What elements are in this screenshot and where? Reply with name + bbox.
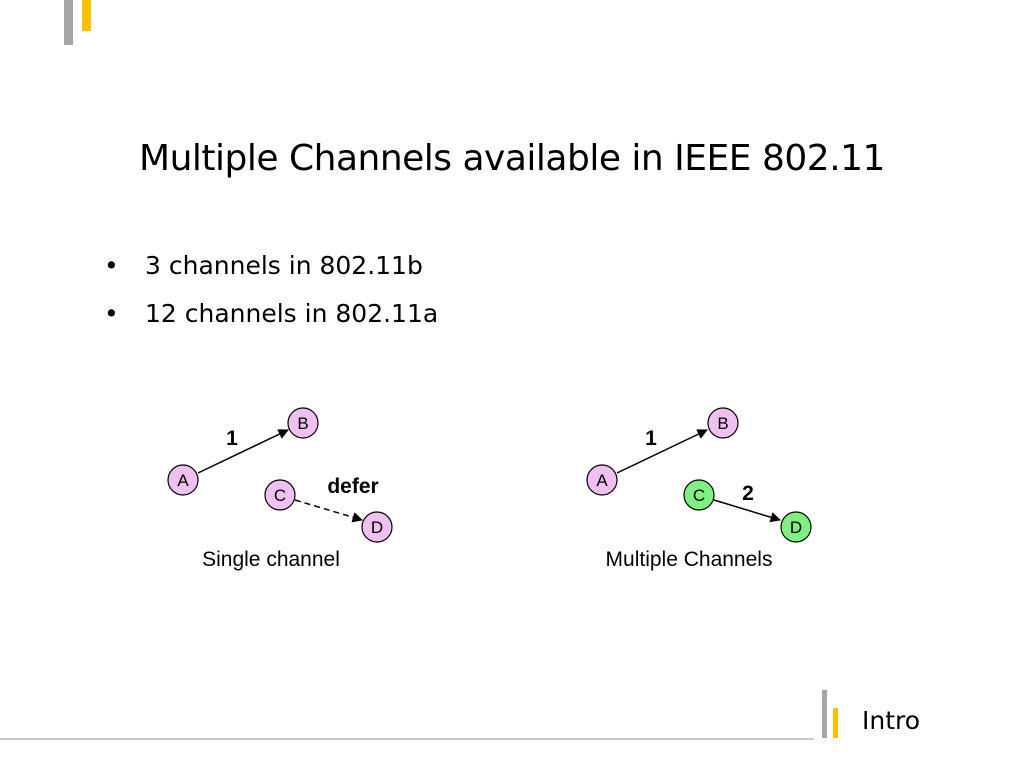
multi-node-b: B [707,407,739,439]
svg-text:A: A [177,471,189,490]
multi-node-d: D [780,511,812,543]
bullet-text: 12 channels in 802.11a [145,299,439,328]
svg-text:C: C [274,486,286,505]
single-channel-diagram: A B C D 1 defer Single channel [167,407,393,571]
svg-text:D: D [790,518,802,537]
bullet-marker: • [104,251,119,280]
footer-accent-yellow-bar [833,708,838,738]
single-edge-c-d-dashed [294,499,364,523]
multi-node-c: C [683,479,715,511]
multi-edge-cd-label: 2 [742,482,754,505]
multi-edge-ab-label: 1 [645,427,657,450]
multi-edge-c-d [713,499,782,523]
multiple-channels-caption: Multiple Channels [606,548,773,571]
single-edge-cd-label: defer [327,475,378,498]
multi-node-a: A [586,464,618,496]
single-edge-a-b [197,429,289,474]
bullet-text: 3 channels in 802.11b [145,251,423,280]
footer-divider [0,738,814,740]
corner-accent-grey-bar [64,0,73,45]
single-edge-ab-label: 1 [226,427,238,450]
svg-text:C: C [693,486,705,505]
single-node-c: C [264,479,296,511]
footer-section-label: Intro [862,706,921,735]
bullet-item: • 12 channels in 802.11a [104,296,438,344]
multiple-channels-diagram: A B C D 1 2 Multiple Channels [586,407,812,571]
multi-edge-a-b [616,429,708,474]
single-node-d: D [361,511,393,543]
svg-text:B: B [297,414,308,433]
footer-accent-grey-bar [822,690,827,738]
single-node-b: B [287,407,319,439]
bullet-list: • 3 channels in 802.11b • 12 channels in 8… [104,248,438,344]
single-node-a: A [167,464,199,496]
svg-text:B: B [717,414,728,433]
bullet-marker: • [104,299,119,328]
bullet-item: • 3 channels in 802.11b [104,248,438,296]
single-channel-caption: Single channel [202,548,340,571]
svg-text:A: A [596,471,608,490]
svg-text:D: D [371,518,383,537]
corner-accent-yellow-bar [82,0,91,31]
slide-title: Multiple Channels available in IEEE 802.… [139,138,885,179]
